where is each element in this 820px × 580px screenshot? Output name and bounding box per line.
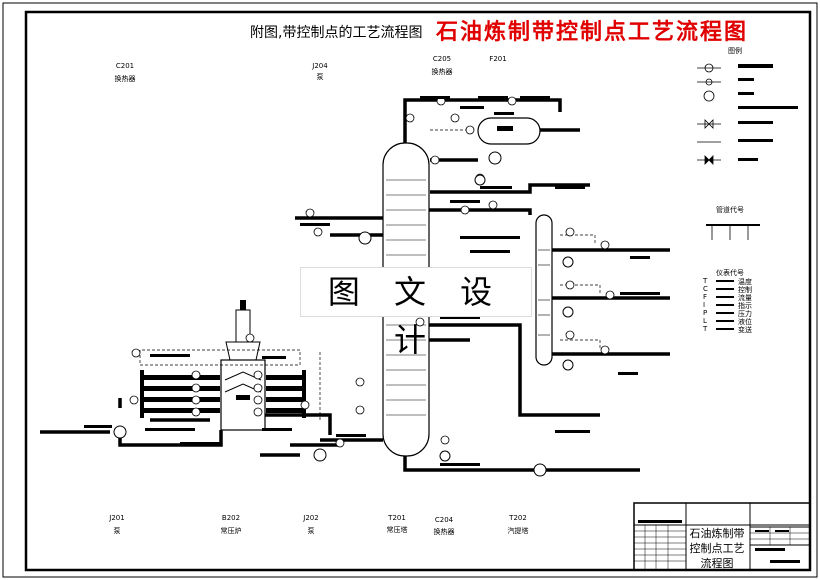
reflux-drum [477,117,541,145]
stripping-column [535,214,553,366]
instrument-name: 液位 [738,318,752,326]
instrument-letter: C [703,285,708,293]
legend-heading: 图例 [728,47,742,55]
title-block-title: 石油炼制带控制点工艺流程图 [689,527,745,570]
equipment-name: 换热器 [431,68,453,76]
equipment-code: T202 [509,514,527,522]
tube-banks [140,370,306,418]
equipment-name: 泵 [316,73,324,81]
instrument-name: 控制 [738,286,752,294]
instrument-letter: L [703,317,707,325]
instrument-name: 流量 [738,294,752,302]
equipment-code: C201 [115,62,135,70]
equipment-name: 汽提塔 [507,527,529,535]
equipment-code: C205 [432,55,452,63]
legend-graphics [697,63,760,240]
pipe-code-heading: 管道代号 [716,206,744,214]
title-block-fills [638,520,800,563]
equipment-name: 常压炉 [220,527,242,535]
instrument-letter: T [703,277,708,285]
equipment-code: C204 [434,516,454,524]
instrument-letter: F [703,293,708,301]
title-block-grid [633,502,811,571]
equipment-code: J201 [109,514,125,522]
pumps [113,151,574,477]
instrument-letter: T [703,325,708,333]
diagram-caption: 附图,带控制点的工艺流程图 [250,25,423,41]
instrument-name: 温度 [738,278,752,286]
watermark: 图 文 设 计 [300,267,532,359]
equipment-code: J204 [312,62,328,70]
instrument-name: 压力 [738,310,752,318]
instrument-name: 变送 [738,326,752,334]
main-title: 石油炼制带控制点工艺流程图 [436,19,749,45]
equipment-code: F201 [489,55,507,63]
line-labels [84,96,660,466]
instrument-bubbles [129,96,615,448]
equipment-name: 换热器 [114,75,136,83]
instrument-code-heading: 仪表代号 [716,269,744,277]
process-lines [40,98,670,472]
equipment-name: 换热器 [433,528,455,536]
instrument-letter: I [703,301,706,309]
equipment-name: 泵 [307,527,315,535]
instrument-name: 指示 [738,302,752,310]
equipment-code: T201 [388,514,406,522]
equipment-code: B202 [221,514,241,522]
legend-bars [716,64,798,330]
equipment-code: J202 [303,514,319,522]
equipment-name: 泵 [113,527,121,535]
instrument-letter: P [703,309,708,317]
equipment-name: 常压塔 [386,526,408,534]
